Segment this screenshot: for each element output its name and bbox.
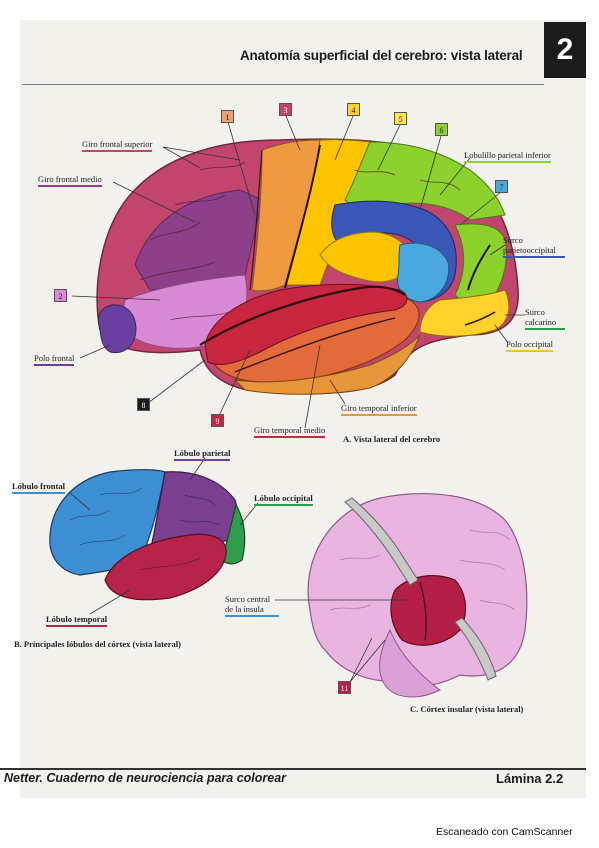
- label-central-sulcus-insula: Surco central de la ínsula: [225, 594, 279, 617]
- caption-figure-a: A. Vista lateral del cerebro: [343, 434, 441, 444]
- frontal-lobe: [49, 469, 166, 576]
- brain-lobes-view: [49, 469, 246, 601]
- retractor-lower: [454, 617, 497, 681]
- caption-figure-c: C. Córtex insular (vista lateral): [410, 704, 524, 714]
- gyral-texture: [139, 161, 461, 321]
- label-frontal-lobe: Lóbulo frontal: [12, 481, 65, 494]
- plate-number: 2: [544, 22, 586, 78]
- figure-b-leaders: [69, 457, 259, 615]
- lateral-sulcus: [199, 285, 406, 346]
- insular-cortex-view: [307, 493, 528, 698]
- footer-book-title: Netter. Cuaderno de neurociencia para co…: [4, 771, 287, 785]
- number-box-1: 1: [221, 110, 234, 123]
- number-box-11: 11: [338, 681, 351, 694]
- number-box-6: 6: [435, 123, 448, 136]
- label-superior-frontal-gyrus: Giro frontal superior: [82, 139, 153, 152]
- calcarine-sulcus: [464, 311, 496, 326]
- number-box-8: 8: [137, 398, 150, 411]
- insula-texture: [329, 529, 516, 611]
- central-sulcus: [284, 144, 321, 289]
- label-parietal-lobe: Lóbulo parietal: [174, 448, 231, 461]
- occipital-lobe-b: [221, 503, 246, 565]
- precentral-sulcus: [249, 149, 263, 291]
- superior-temporal-sulcus: [234, 317, 396, 373]
- label-middle-frontal-gyrus: Giro frontal medio: [38, 174, 102, 187]
- insula-central-sulcus-line: [419, 581, 427, 641]
- parieto-occipital-sulcus: [467, 244, 491, 291]
- caption-figure-b: B. Principales lóbulos del córtex (vista…: [14, 639, 181, 649]
- figure-a-leaders: [71, 115, 525, 429]
- number-box-5: 5: [394, 112, 407, 125]
- label-occipital-pole: Polo occipital: [506, 339, 553, 352]
- figure-c-leaders: [275, 599, 410, 683]
- temporal-part-c: [379, 628, 441, 698]
- label-parieto-occipital-sulcus: Surco parietooccipital: [503, 235, 565, 258]
- footer-plate-label: Lámina 2.2: [496, 771, 564, 786]
- number-box-3: 3: [279, 103, 292, 116]
- header-rule: [22, 84, 544, 85]
- temporal-lobe: [104, 533, 227, 601]
- footer-rule: [0, 768, 586, 770]
- label-middle-temporal-gyrus: Giro temporal medio: [254, 425, 326, 438]
- page-title: Anatomía superficial del cerebro: vista …: [240, 48, 523, 63]
- superior-temporal-gyrus: [204, 283, 408, 365]
- number-box-9: 9: [211, 414, 224, 427]
- label-temporal-lobe: Lóbulo temporal: [46, 614, 108, 627]
- frontal-pole-region: [98, 304, 137, 354]
- angular-gyrus: [396, 242, 450, 303]
- scanner-watermark: Escaneado con CamScanner: [436, 826, 573, 838]
- number-box-2: 2: [54, 289, 67, 302]
- label-occipital-lobe: Lóbulo occipital: [254, 493, 313, 506]
- label-inferior-temporal-gyrus: Giro temporal inferior: [341, 403, 417, 416]
- insula: [390, 575, 466, 646]
- lobe-texture: [69, 487, 221, 571]
- label-calcarine-sulcus: Surco calcarino: [525, 307, 565, 330]
- label-inferior-parietal-lobule: Lobulillo parietal inferior: [464, 150, 551, 163]
- number-box-7: 7: [495, 180, 508, 193]
- inferior-temporal-gyrus: [233, 334, 421, 395]
- occipital-lobe: [419, 289, 510, 337]
- label-frontal-pole: Polo frontal: [34, 353, 75, 366]
- retractor-upper: [344, 497, 419, 586]
- brain-lateral-view: [96, 138, 519, 395]
- number-box-4: 4: [347, 103, 360, 116]
